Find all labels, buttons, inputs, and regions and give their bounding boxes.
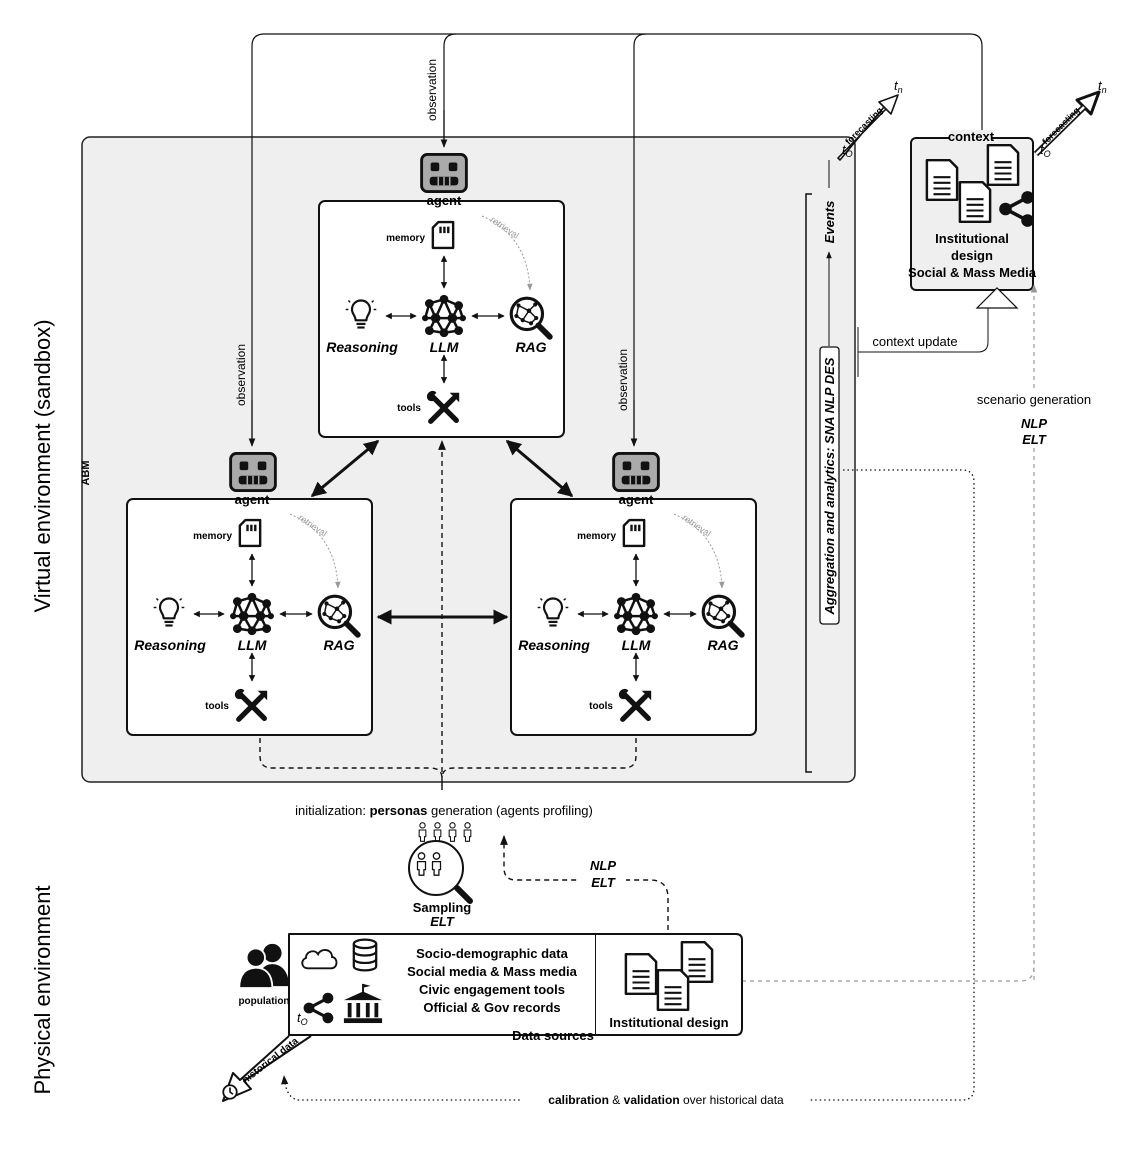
data-source-item: Socio-demographic data (416, 946, 568, 961)
events-label: Events (822, 201, 837, 244)
virtual-environment-label: Virtual environment (sandbox) (30, 319, 55, 612)
memory-sdcard-icon (238, 518, 262, 548)
context-update-arrow: context update (857, 287, 1019, 377)
data-source-item: Official & Gov records (423, 1000, 560, 1015)
observation-loop (251, 33, 983, 445)
forecasting-label: forecasting (843, 105, 884, 146)
analytics-bracket (805, 193, 812, 773)
memory-label: memory (193, 531, 232, 542)
reasoning-label: Reasoning (518, 637, 590, 653)
calibration-label: calibration & validation over historical… (548, 1093, 784, 1107)
data-source-item: Social media & Mass media (407, 964, 578, 979)
t0-label: tO (1040, 142, 1051, 159)
context-panel: context Institutional design Social & Ma… (908, 129, 1037, 291)
sampling-sub: ELT (430, 914, 455, 929)
memory-label: memory (386, 233, 425, 244)
analytics-box (819, 346, 840, 625)
clock-icon (222, 1084, 238, 1100)
context-line2: design (951, 248, 993, 263)
rag-label: RAG (323, 637, 354, 653)
tools-label: tools (205, 701, 229, 712)
context-title: context (948, 129, 995, 144)
agent-label: agent (235, 492, 270, 507)
scenario-elt: ELT (1022, 432, 1047, 447)
initialization-label: initialization: personas generation (age… (295, 803, 593, 818)
t0-label: tO (842, 142, 853, 159)
document-icon (624, 952, 658, 996)
memory-sdcard-icon (431, 220, 455, 250)
observation-label-left: observation (234, 344, 248, 406)
population-label: population (238, 996, 289, 1007)
rag-label: RAG (515, 339, 546, 355)
agent-top: agent memory retrieval Reasoning LLM RAG… (318, 153, 565, 438)
forecasting-arrow-right: forecasting tO tn (1033, 78, 1107, 159)
llm-label: LLM (430, 339, 459, 355)
data-source-item: Civic engagement tools (419, 982, 565, 997)
agent-robot-icon (420, 153, 468, 193)
context-line1: Institutional (935, 231, 1009, 246)
tools-label: tools (397, 403, 421, 414)
document-icon (986, 143, 1020, 187)
context-line3: Social & Mass Media (908, 265, 1037, 280)
observation-label-right: observation (616, 349, 630, 411)
agent-right: agent memory retrieval Reasoning LLM RAG… (510, 452, 757, 736)
agent-robot-icon (612, 452, 660, 492)
sampling-icon (408, 822, 473, 904)
tn-label: tn (894, 78, 903, 95)
agent-label: agent (619, 492, 654, 507)
agent-left: agent memory retrieval Reasoning LLM RAG… (126, 452, 373, 736)
sampling-elt: ELT (591, 875, 616, 890)
physical-environment-label: Physical environment (30, 885, 55, 1094)
scenario-nlp: NLP (1021, 416, 1047, 431)
forecasting-label: forecasting (1040, 105, 1081, 146)
reasoning-label: Reasoning (326, 339, 398, 355)
calibration-loop (281, 469, 975, 1101)
scenario-label: scenario generation (977, 392, 1091, 407)
context-update-label: context update (872, 334, 957, 349)
tools-label: tools (589, 701, 613, 712)
population-icon (238, 942, 290, 988)
document-icon (925, 158, 959, 202)
tn-label: tn (1098, 78, 1107, 95)
agent-robot-icon (229, 452, 277, 492)
document-icon (958, 180, 992, 224)
reasoning-label: Reasoning (134, 637, 206, 653)
data-sources-title: Data sources (512, 1028, 594, 1043)
document-icon (656, 968, 690, 1012)
memory-label: memory (577, 531, 616, 542)
memory-sdcard-icon (622, 518, 646, 548)
data-sources-panel: population Socio-demographic data Social… (238, 933, 743, 1043)
agent-label: agent (427, 193, 462, 208)
rag-label: RAG (707, 637, 738, 653)
observation-label-top: observation (425, 59, 439, 121)
llm-label: LLM (622, 637, 651, 653)
forecasting-arrow-left: forecasting tO tn (837, 78, 903, 161)
cloud-icon (301, 949, 338, 970)
analytics-label: Aggregation and analytics: SNA NLP DES (822, 357, 837, 615)
historical-data-label: historical data (240, 1036, 301, 1087)
sampling-title: Sampling (413, 900, 472, 915)
sampling-nlp: NLP (590, 858, 616, 873)
abm-label: ABM (80, 460, 92, 485)
institutional-design-label: Institutional design (609, 1015, 728, 1030)
t0-label: tO (297, 1010, 308, 1027)
initialization-bracket (259, 738, 637, 790)
llm-label: LLM (238, 637, 267, 653)
